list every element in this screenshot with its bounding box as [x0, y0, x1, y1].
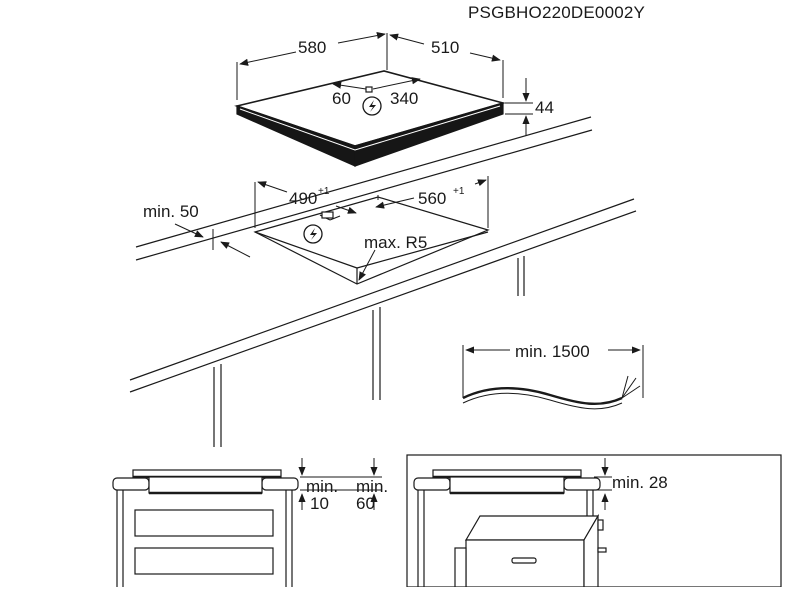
cutout-depth-label: 560 — [418, 189, 446, 208]
hob-dimensions — [236, 31, 533, 136]
hob-depth-label: 510 — [431, 38, 459, 57]
edge-distance-label: min. 50 — [143, 202, 199, 221]
worktop — [129, 116, 637, 447]
depth-min-word: min. — [356, 477, 388, 496]
worktop-cutout — [253, 196, 490, 285]
connector-right-label: 340 — [390, 89, 418, 108]
power-connection-icon — [303, 224, 323, 244]
gap-min-word: min. — [306, 477, 338, 496]
depth-value: 60 — [356, 494, 375, 513]
hob-width-label: 580 — [298, 38, 326, 57]
cutout-depth-tolerance: +1 — [453, 186, 465, 197]
section-left-drawing — [112, 458, 382, 587]
gap-value: 10 — [310, 494, 329, 513]
hob-height-label: 44 — [535, 98, 554, 117]
connector-left-label: 60 — [332, 89, 351, 108]
power-connection-icon — [362, 96, 382, 116]
cable-length-label: min. 1500 — [515, 342, 590, 361]
oven-clearance-label: min. 28 — [612, 473, 668, 492]
power-cable — [462, 345, 644, 410]
cutout-radius-label: max. R5 — [364, 233, 427, 252]
document-code: PSGBHO220DE0002Y — [468, 3, 645, 22]
cutout-width-label: 490 — [289, 189, 317, 208]
section-right-drawing — [406, 454, 782, 588]
hob-illustration — [234, 70, 506, 167]
cutout-dimensions — [174, 176, 489, 281]
cutout-width-tolerance: +1 — [318, 186, 330, 197]
